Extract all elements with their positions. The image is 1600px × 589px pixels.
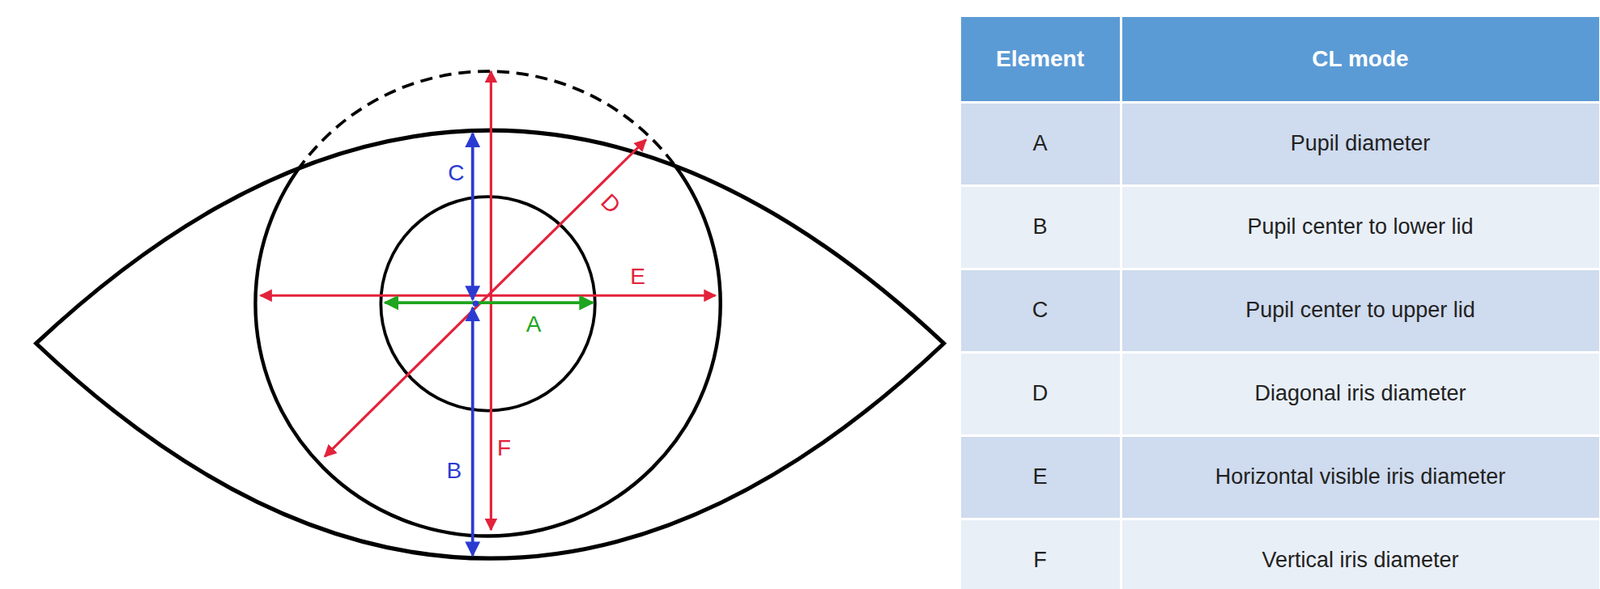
table-cell: Pupil center to upper lid	[1122, 270, 1600, 352]
table-text: Pupil diameter	[1290, 131, 1431, 157]
table-cell: B	[961, 187, 1120, 269]
callout-letter: C	[445, 161, 467, 186]
iris-outline	[255, 71, 720, 537]
table-text: A	[1032, 131, 1047, 157]
table-header-cell: Element	[961, 17, 1120, 102]
table-text: F	[1033, 548, 1047, 574]
table-cell: C	[961, 270, 1120, 352]
table-text: Vertical iris diameter	[1261, 548, 1459, 574]
table-text: C	[1032, 297, 1049, 324]
pupil-center-dot	[472, 301, 480, 308]
table-header: Element	[995, 46, 1085, 73]
callout-letter: F	[494, 436, 514, 461]
table-text: Pupil center to lower lid	[1246, 214, 1473, 240]
table-header-cell: CL mode	[1122, 17, 1600, 102]
table-cell: Vertical iris diameter	[1122, 520, 1600, 589]
upper-lid-arrow	[471, 133, 475, 300]
table-cell: Pupil diameter	[1122, 103, 1600, 185]
table-cell: Diagonal iris diameter	[1122, 353, 1600, 435]
table-cell: A	[961, 103, 1120, 185]
table-cell: D	[961, 353, 1120, 435]
pupil-arrow	[384, 301, 593, 305]
table-text: E	[1032, 464, 1047, 490]
table-cell: E	[961, 437, 1120, 519]
callout-letter: E	[627, 264, 648, 290]
table-text: B	[1032, 214, 1047, 240]
table-cell: Horizontal visible iris diameter	[1122, 437, 1600, 519]
table-cell: F	[961, 520, 1120, 589]
lower-lid-arrow	[471, 307, 475, 556]
table-text: D	[1032, 381, 1049, 407]
vertical-iris-arrow	[489, 71, 493, 531]
diagonal-iris-arrow	[324, 140, 647, 458]
table-text: Diagonal iris diameter	[1254, 381, 1466, 407]
table-text: Horizontal visible iris diameter	[1215, 464, 1507, 490]
callout-letter: A	[523, 312, 545, 337]
table-text: Pupil center to upper lid	[1245, 297, 1476, 324]
table-cell: Pupil center to lower lid	[1122, 187, 1600, 269]
table-header: CL mode	[1311, 46, 1409, 73]
callout-letter: B	[443, 459, 464, 484]
pupil-outline	[380, 196, 595, 411]
